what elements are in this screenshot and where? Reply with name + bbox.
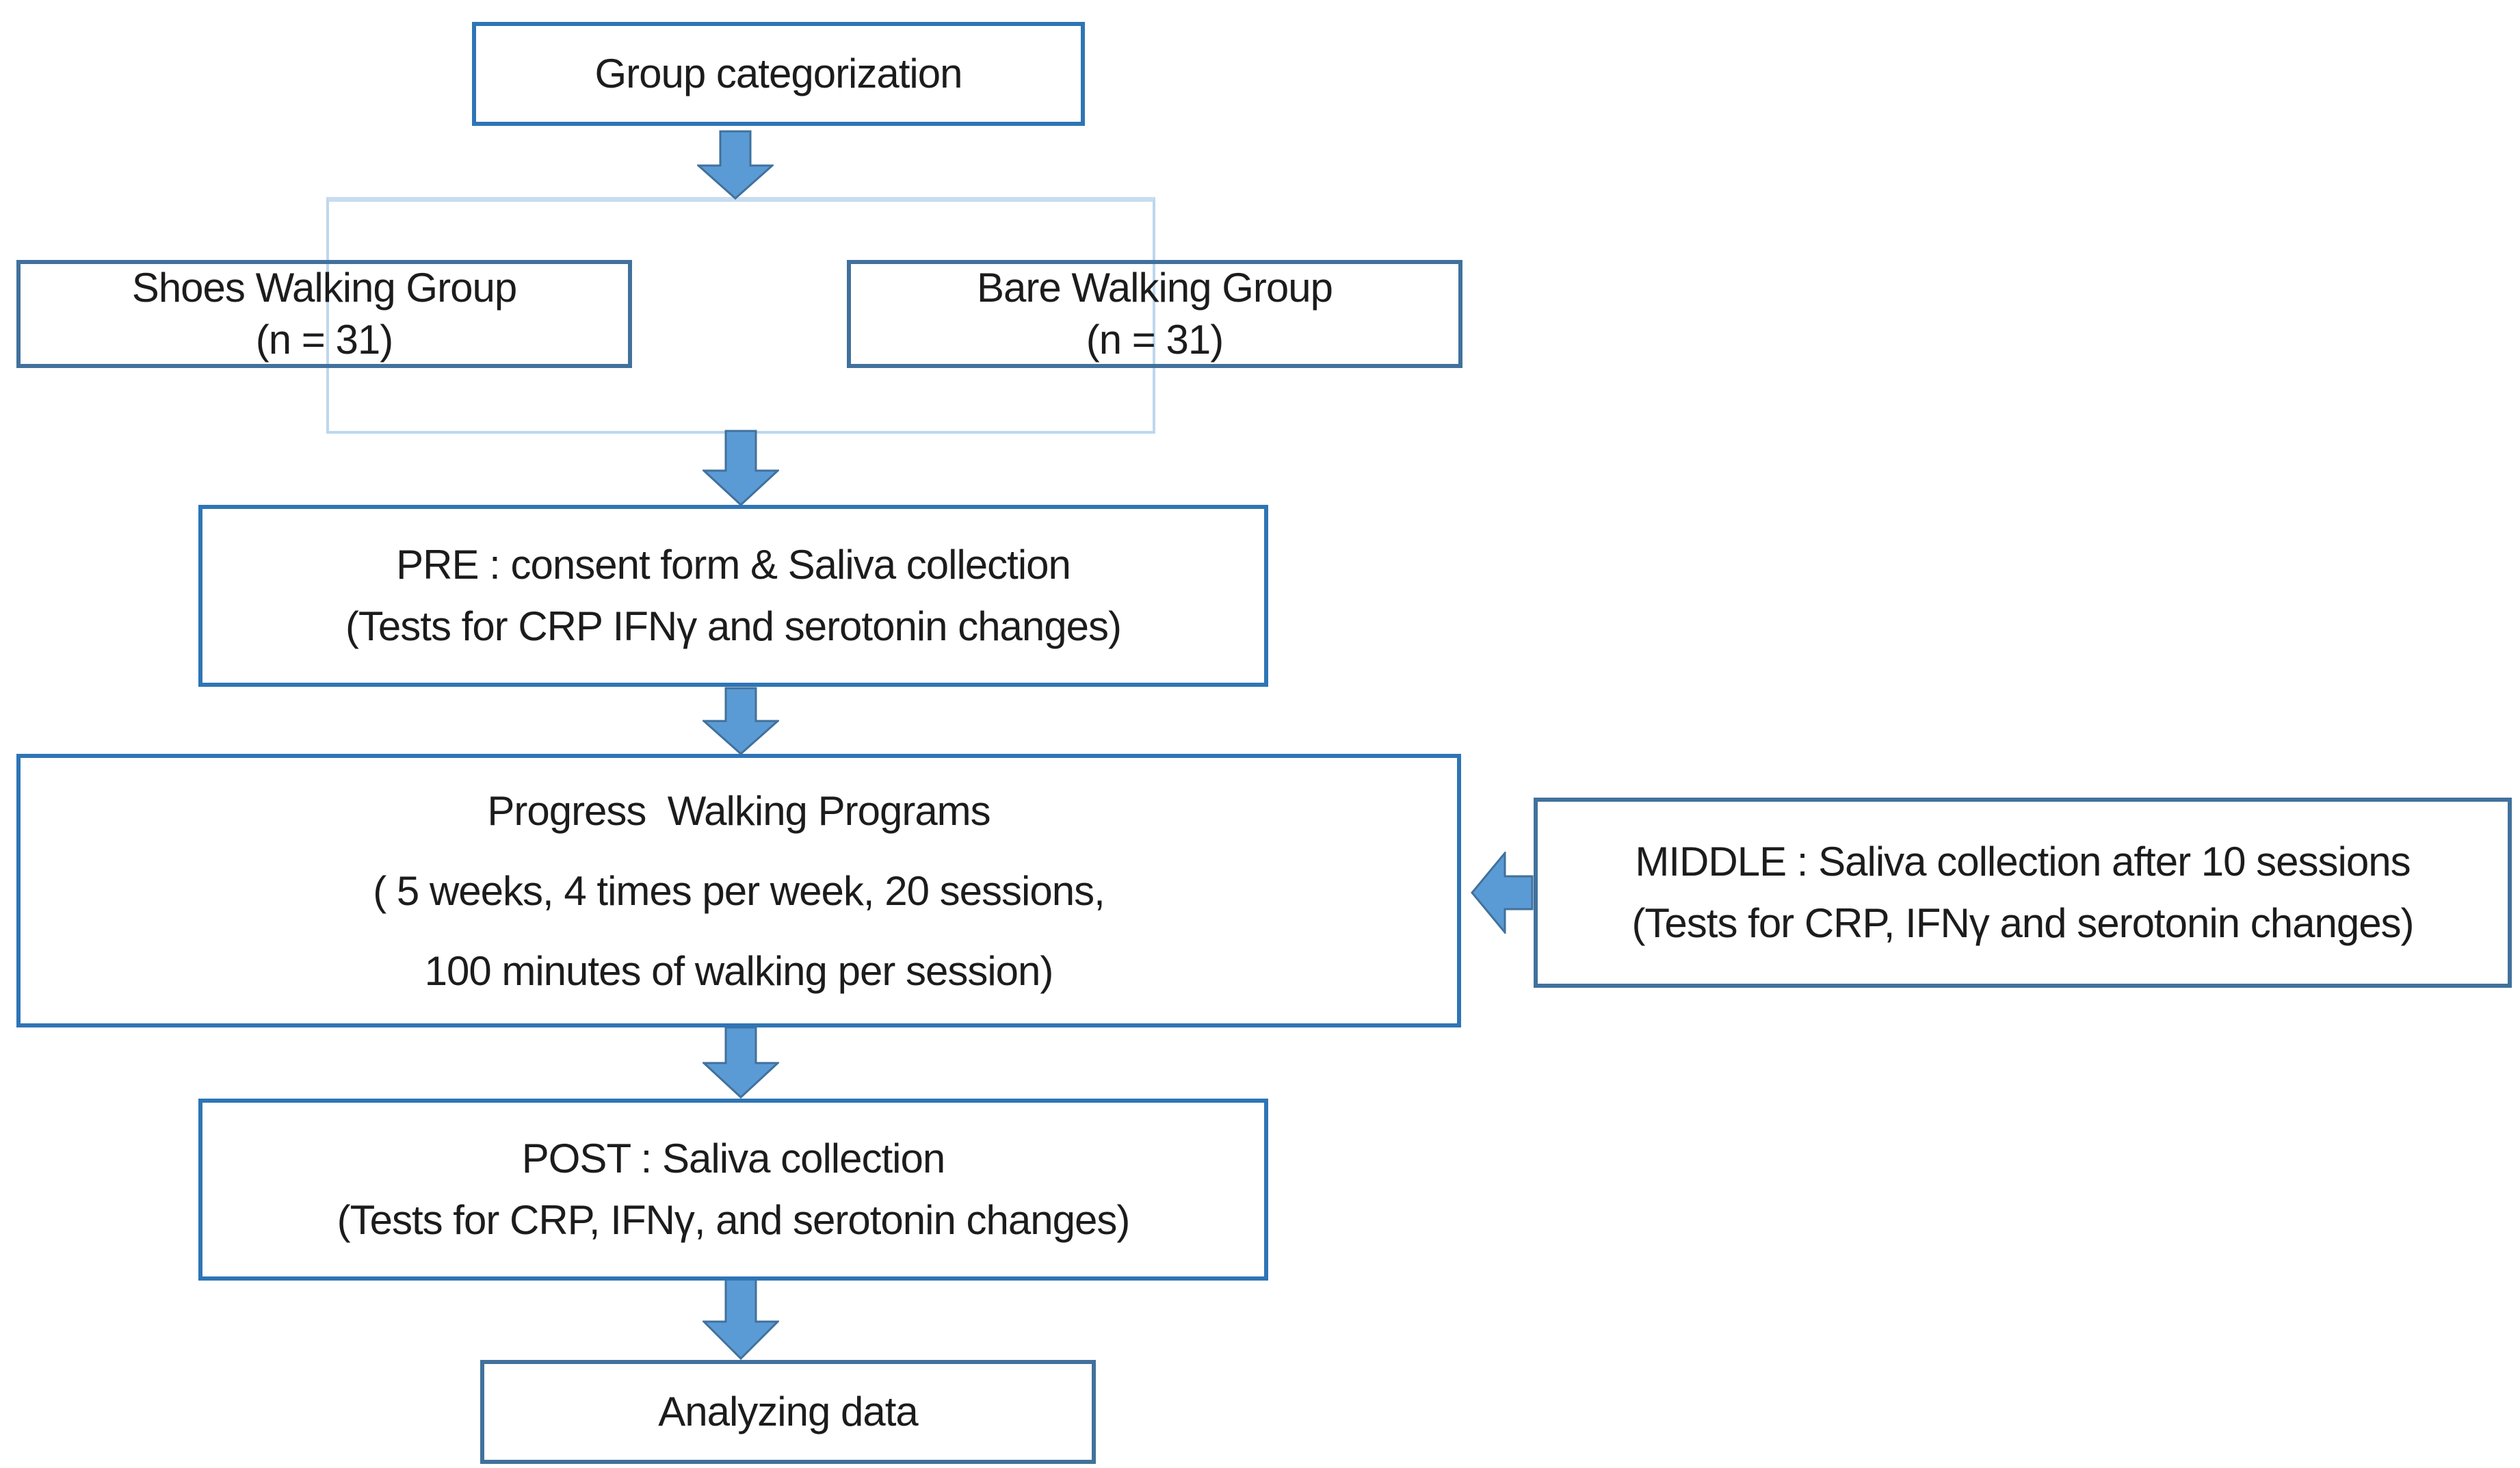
node-middle-line2: (Tests for CRP, IFNγ and serotonin chang… <box>1631 900 2414 946</box>
node-pre-line1: PRE : consent form & Saliva collection <box>396 542 1071 588</box>
node-progress-line2: ( 5 weeks, 4 times per week, 20 sessions… <box>373 867 1105 914</box>
node-group-categorization: Group categorization <box>472 22 1085 126</box>
node-bare-walking-group: Bare Walking Group (n = 31) <box>847 260 1462 368</box>
node-pre-line2: (Tests for CRP IFNγ and serotonin change… <box>345 603 1122 649</box>
arrow-down-2 <box>703 430 779 506</box>
node-analyzing-data: Analyzing data <box>480 1360 1096 1464</box>
node-middle-line1: MIDDLE : Saliva collection after 10 sess… <box>1635 839 2411 884</box>
node-progress-walking-programs: Progress Walking Programs ( 5 weeks, 4 t… <box>16 754 1461 1027</box>
arrow-left-middle-to-progress <box>1471 852 1534 934</box>
node-shoes-walking-group-line2: (n = 31) <box>255 317 393 363</box>
node-analyzing-data-label: Analyzing data <box>658 1389 919 1434</box>
node-progress-line3: 100 minutes of walking per session) <box>424 947 1054 994</box>
node-post-saliva-collection: POST : Saliva collection (Tests for CRP,… <box>198 1099 1268 1281</box>
arrow-down-1 <box>697 130 774 200</box>
node-shoes-walking-group-line1: Shoes Walking Group <box>131 265 517 311</box>
node-bare-walking-group-line1: Bare Walking Group <box>976 265 1333 311</box>
node-pre-saliva-collection: PRE : consent form & Saliva collection (… <box>198 505 1268 687</box>
node-post-line2: (Tests for CRP, IFNγ, and serotonin chan… <box>337 1197 1131 1243</box>
arrow-down-3 <box>703 687 779 755</box>
node-shoes-walking-group: Shoes Walking Group (n = 31) <box>16 260 632 368</box>
node-middle-saliva-collection: MIDDLE : Saliva collection after 10 sess… <box>1534 798 2512 988</box>
arrow-down-5 <box>703 1278 779 1360</box>
node-progress-line1: Progress Walking Programs <box>487 787 990 834</box>
node-group-categorization-label: Group categorization <box>594 51 963 96</box>
arrow-down-4 <box>703 1026 779 1099</box>
node-post-line1: POST : Saliva collection <box>521 1136 946 1181</box>
node-bare-walking-group-line2: (n = 31) <box>1086 317 1224 363</box>
